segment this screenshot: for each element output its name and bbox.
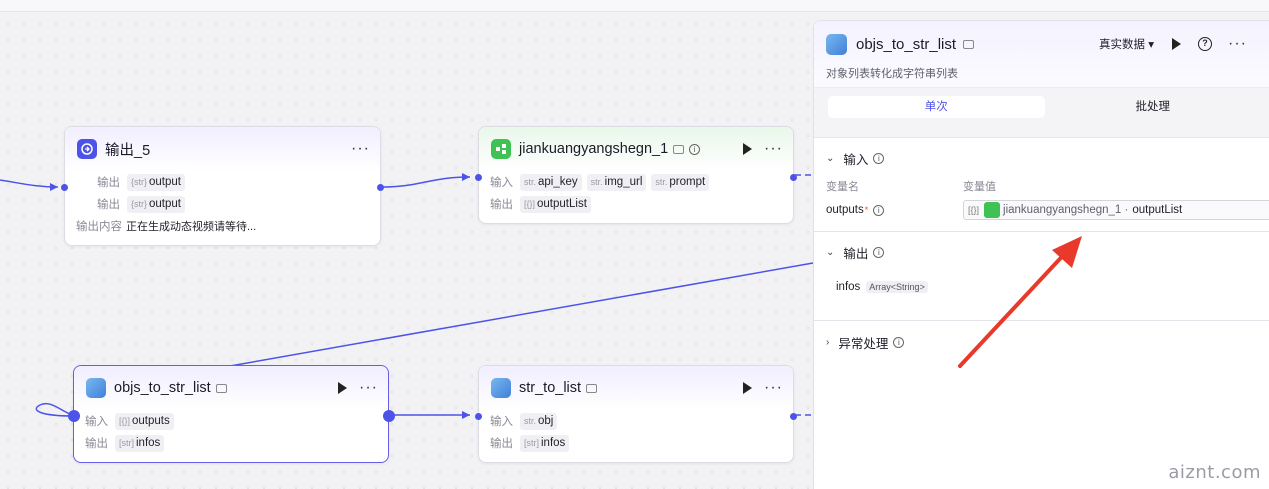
var-tag: str.prompt	[651, 173, 710, 191]
node-header: jiankuangyangshegn_1 i ···	[479, 127, 793, 171]
section-header[interactable]: ⌄ 输出 i	[814, 232, 1269, 272]
info-icon[interactable]: i	[893, 336, 905, 348]
output-node-icon	[77, 139, 97, 159]
node-row: 输入 [{}]outputs	[74, 410, 388, 432]
node-row: 输出 [{}]outputList	[479, 193, 793, 215]
info-icon[interactable]: i	[873, 204, 885, 216]
run-icon[interactable]	[743, 143, 753, 155]
more-icon[interactable]: ···	[351, 140, 370, 157]
watermark: aiznt.com	[1168, 462, 1261, 483]
input-port[interactable]	[475, 413, 482, 420]
output-section: ⌄ 输出 i infos Array<String>	[814, 232, 1269, 321]
edge-objs-long	[229, 262, 814, 367]
node-jiankuangyangshegn[interactable]: jiankuangyangshegn_1 i ··· 输入 str.api_ke…	[475, 126, 797, 224]
more-icon[interactable]: ···	[764, 379, 783, 396]
more-icon[interactable]: ···	[1228, 35, 1247, 52]
more-icon[interactable]: ···	[359, 379, 378, 396]
node-title: objs_to_str_list	[114, 380, 211, 396]
run-icon[interactable]	[338, 382, 348, 394]
panel-header: objs_to_str_list 真实数据 ▾ ? ··· 对象列表转化成字符串…	[814, 21, 1269, 87]
var-tag: str.img_url	[586, 173, 647, 191]
input-section: ⌄ 输入 i 变量名 变量值 outputs* i [{}] jiankuang…	[814, 138, 1269, 232]
info-icon[interactable]: i	[873, 246, 885, 258]
section-header[interactable]: ⌄ 输入 i	[814, 138, 1269, 178]
var-tag: str.obj	[520, 412, 558, 430]
output-port[interactable]	[383, 410, 395, 422]
panel-description: 对象列表转化成字符串列表	[826, 68, 958, 80]
node-header: 输出_5 ···	[65, 127, 380, 171]
run-icon[interactable]	[743, 382, 753, 394]
node-type-icon	[586, 383, 598, 393]
code-node-icon	[826, 33, 847, 55]
code-node-icon	[86, 378, 106, 398]
canvas-top-bar	[0, 0, 1269, 12]
node-title: 输出_5	[105, 142, 151, 159]
edge-incoming-output5	[0, 179, 59, 188]
input-port[interactable]	[475, 174, 482, 181]
input-port[interactable]	[68, 410, 80, 422]
input-var-name: outputs	[826, 204, 864, 216]
error-handling-section[interactable]: › 异常处理 i	[814, 321, 1269, 363]
node-row: 输出 [str]infos	[479, 432, 793, 454]
node-objs-to-str-list[interactable]: objs_to_str_list ··· 输入 [{}]outputs 输出 […	[68, 365, 395, 463]
variable-reference-field[interactable]: [{}] jiankuangyangshegn_1 · outputList	[963, 200, 1269, 220]
caret-down-icon: ▾	[1148, 39, 1155, 51]
more-icon[interactable]: ···	[764, 140, 783, 157]
var-tag: [{}]outputList	[520, 195, 591, 213]
run-icon[interactable]	[1172, 38, 1182, 50]
node-detail-panel: objs_to_str_list 真实数据 ▾ ? ··· 对象列表转化成字符串…	[813, 20, 1269, 489]
input-row: outputs* i [{}] jiankuangyangshegn_1 · o…	[814, 192, 1269, 228]
node-type-icon	[215, 383, 227, 393]
chevron-right-icon: ›	[826, 336, 830, 348]
output-port[interactable]	[790, 413, 797, 420]
plugin-node-icon	[984, 202, 1001, 218]
chevron-down-icon: ⌄	[826, 246, 835, 258]
var-tag: {str}output	[127, 195, 185, 213]
type-badge: Array<String>	[866, 281, 928, 293]
output-port[interactable]	[790, 174, 797, 181]
data-mode-dropdown[interactable]: 真实数据 ▾	[1099, 39, 1155, 51]
node-header: str_to_list ···	[479, 366, 793, 410]
plugin-node-icon	[491, 139, 511, 159]
node-output5[interactable]: 输出_5 ··· 输出 {str}output 输出 {str}output 输…	[61, 126, 384, 246]
code-node-icon	[491, 378, 511, 398]
var-tag: [str]infos	[520, 434, 570, 452]
input-port[interactable]	[61, 184, 68, 191]
node-title: str_to_list	[519, 380, 582, 396]
tab-single[interactable]: 单次	[828, 96, 1045, 118]
chevron-down-icon: ⌄	[826, 152, 835, 164]
node-type-icon	[673, 144, 685, 154]
var-tag: [str]infos	[115, 434, 165, 452]
node-str-to-list[interactable]: str_to_list ··· 输入 str.obj 输出 [str]infos	[475, 365, 797, 463]
node-title: jiankuangyangshegn_1	[519, 141, 669, 157]
help-icon[interactable]: ?	[1198, 37, 1213, 51]
edge-loop-objs	[35, 402, 74, 417]
var-tag: {str}output	[127, 173, 185, 191]
node-row: 输入 str.obj	[479, 410, 793, 432]
node-header: objs_to_str_list ···	[74, 366, 388, 410]
column-headers: 变量名 变量值	[826, 181, 996, 193]
node-type-icon	[963, 39, 975, 49]
info-icon[interactable]: i	[689, 143, 701, 155]
edge-output5-jk	[381, 176, 471, 188]
panel-title: objs_to_str_list	[856, 35, 957, 53]
tab-batch[interactable]: 批处理	[1135, 101, 1171, 113]
node-row: 输出内容 正在生成动态视频请等待...	[76, 221, 257, 233]
output-row: infos Array<String>	[814, 272, 1269, 302]
run-mode-tabs: 单次 批处理	[814, 87, 1269, 138]
node-row: 输出 [str]infos	[74, 432, 388, 454]
output-port[interactable]	[377, 184, 384, 191]
node-row: 输出 {str}output	[65, 171, 380, 193]
info-icon[interactable]: i	[873, 152, 885, 164]
node-row: 输入 str.api_key str.img_url str.prompt	[479, 171, 793, 193]
var-tag: str.api_key	[520, 173, 582, 191]
node-row: 输出 {str}output	[65, 193, 380, 215]
var-tag: [{}]outputs	[115, 412, 174, 430]
output-var-name: infos	[836, 281, 861, 293]
